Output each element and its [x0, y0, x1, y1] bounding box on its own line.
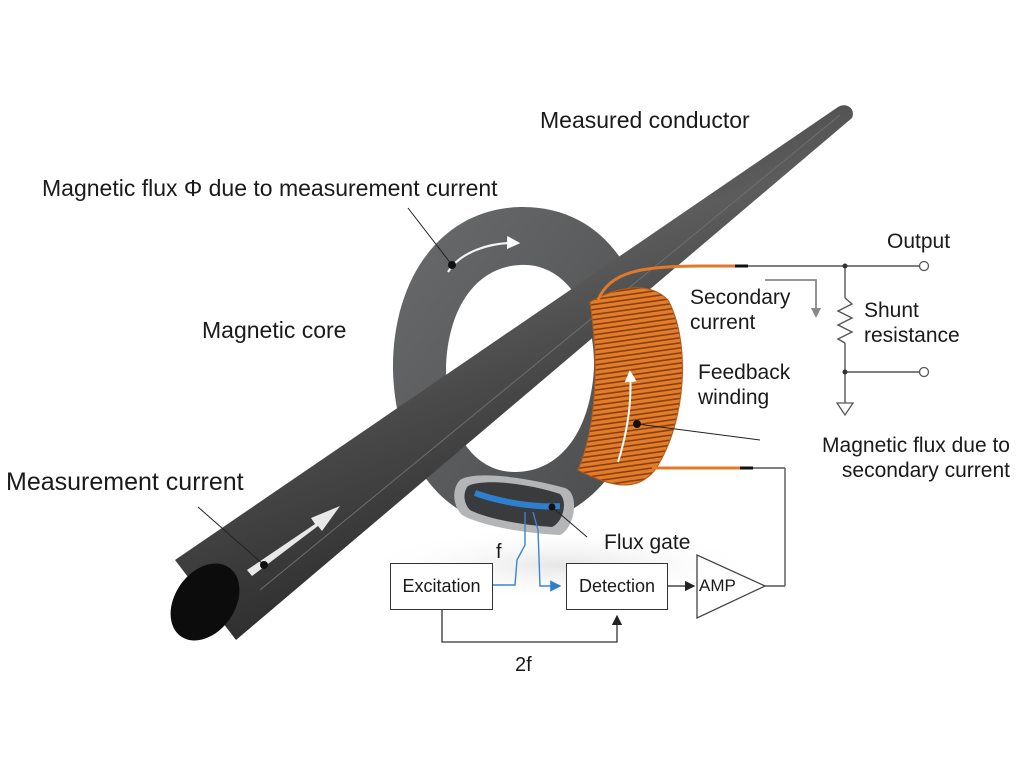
label-measurement-current: Measurement current: [6, 468, 244, 496]
detection-signal-line: [532, 511, 562, 592]
label-flux-secondary: Magnetic flux due to secondary current: [780, 433, 1010, 483]
label-secondary-line1: Secondary: [690, 286, 791, 309]
label-feedback-winding: Feedback winding: [698, 360, 790, 410]
measured-conductor: [170, 105, 853, 641]
secondary-flux-arrow-icon: [617, 370, 637, 463]
leader-lines: [197, 207, 761, 566]
freq-2f-label: 2f: [515, 654, 532, 676]
shunt-resistor-icon: [836, 297, 854, 344]
label-shunt-resistance: Shunt resistance: [864, 298, 960, 348]
2f-line: [441, 610, 623, 643]
winding-lead-top: [596, 264, 735, 301]
excitation-block: Excitation: [390, 563, 493, 610]
detection-block: Detection: [566, 563, 668, 610]
label-flux-measurement: Magnetic flux Φ due to measurement curre…: [42, 175, 498, 201]
label-shunt-line2: resistance: [864, 324, 960, 347]
label-measured-conductor: Measured conductor: [540, 107, 750, 133]
amp-icon: [696, 553, 767, 620]
conductor-end: [170, 563, 240, 641]
flux-gate: [454, 475, 575, 535]
current-leader-dot: [260, 561, 268, 569]
output-terminal-bottom: [918, 366, 930, 378]
label-shunt-line1: Shunt: [864, 299, 919, 322]
secondary-current-arrow-icon: [765, 279, 817, 310]
secondary-leader-dot: [633, 420, 641, 428]
amp-label: AMP: [699, 576, 736, 595]
fluxgate-leader-dot: [548, 503, 556, 511]
label-output: Output: [887, 230, 951, 253]
label-flux-gate: Flux gate: [604, 531, 691, 554]
excitation-signal-line: [493, 512, 526, 586]
label-flux-secondary-line1: Magnetic flux due to: [822, 434, 1010, 457]
ground-icon: [835, 402, 855, 417]
current-arrow-icon: [247, 506, 340, 576]
freq-f-label: f: [496, 541, 502, 563]
label-secondary-line2: current: [690, 311, 756, 334]
label-secondary-current: Secondary current: [690, 285, 790, 335]
label-feedback-line1: Feedback: [698, 361, 791, 384]
label-feedback-line2: winding: [698, 386, 770, 409]
label-magnetic-core: Magnetic core: [202, 317, 347, 343]
output-circuit: [748, 265, 920, 587]
label-flux-secondary-line2: secondary current: [841, 459, 1010, 482]
output-terminal-top: [918, 260, 930, 272]
flux-leader-dot: [448, 261, 456, 269]
